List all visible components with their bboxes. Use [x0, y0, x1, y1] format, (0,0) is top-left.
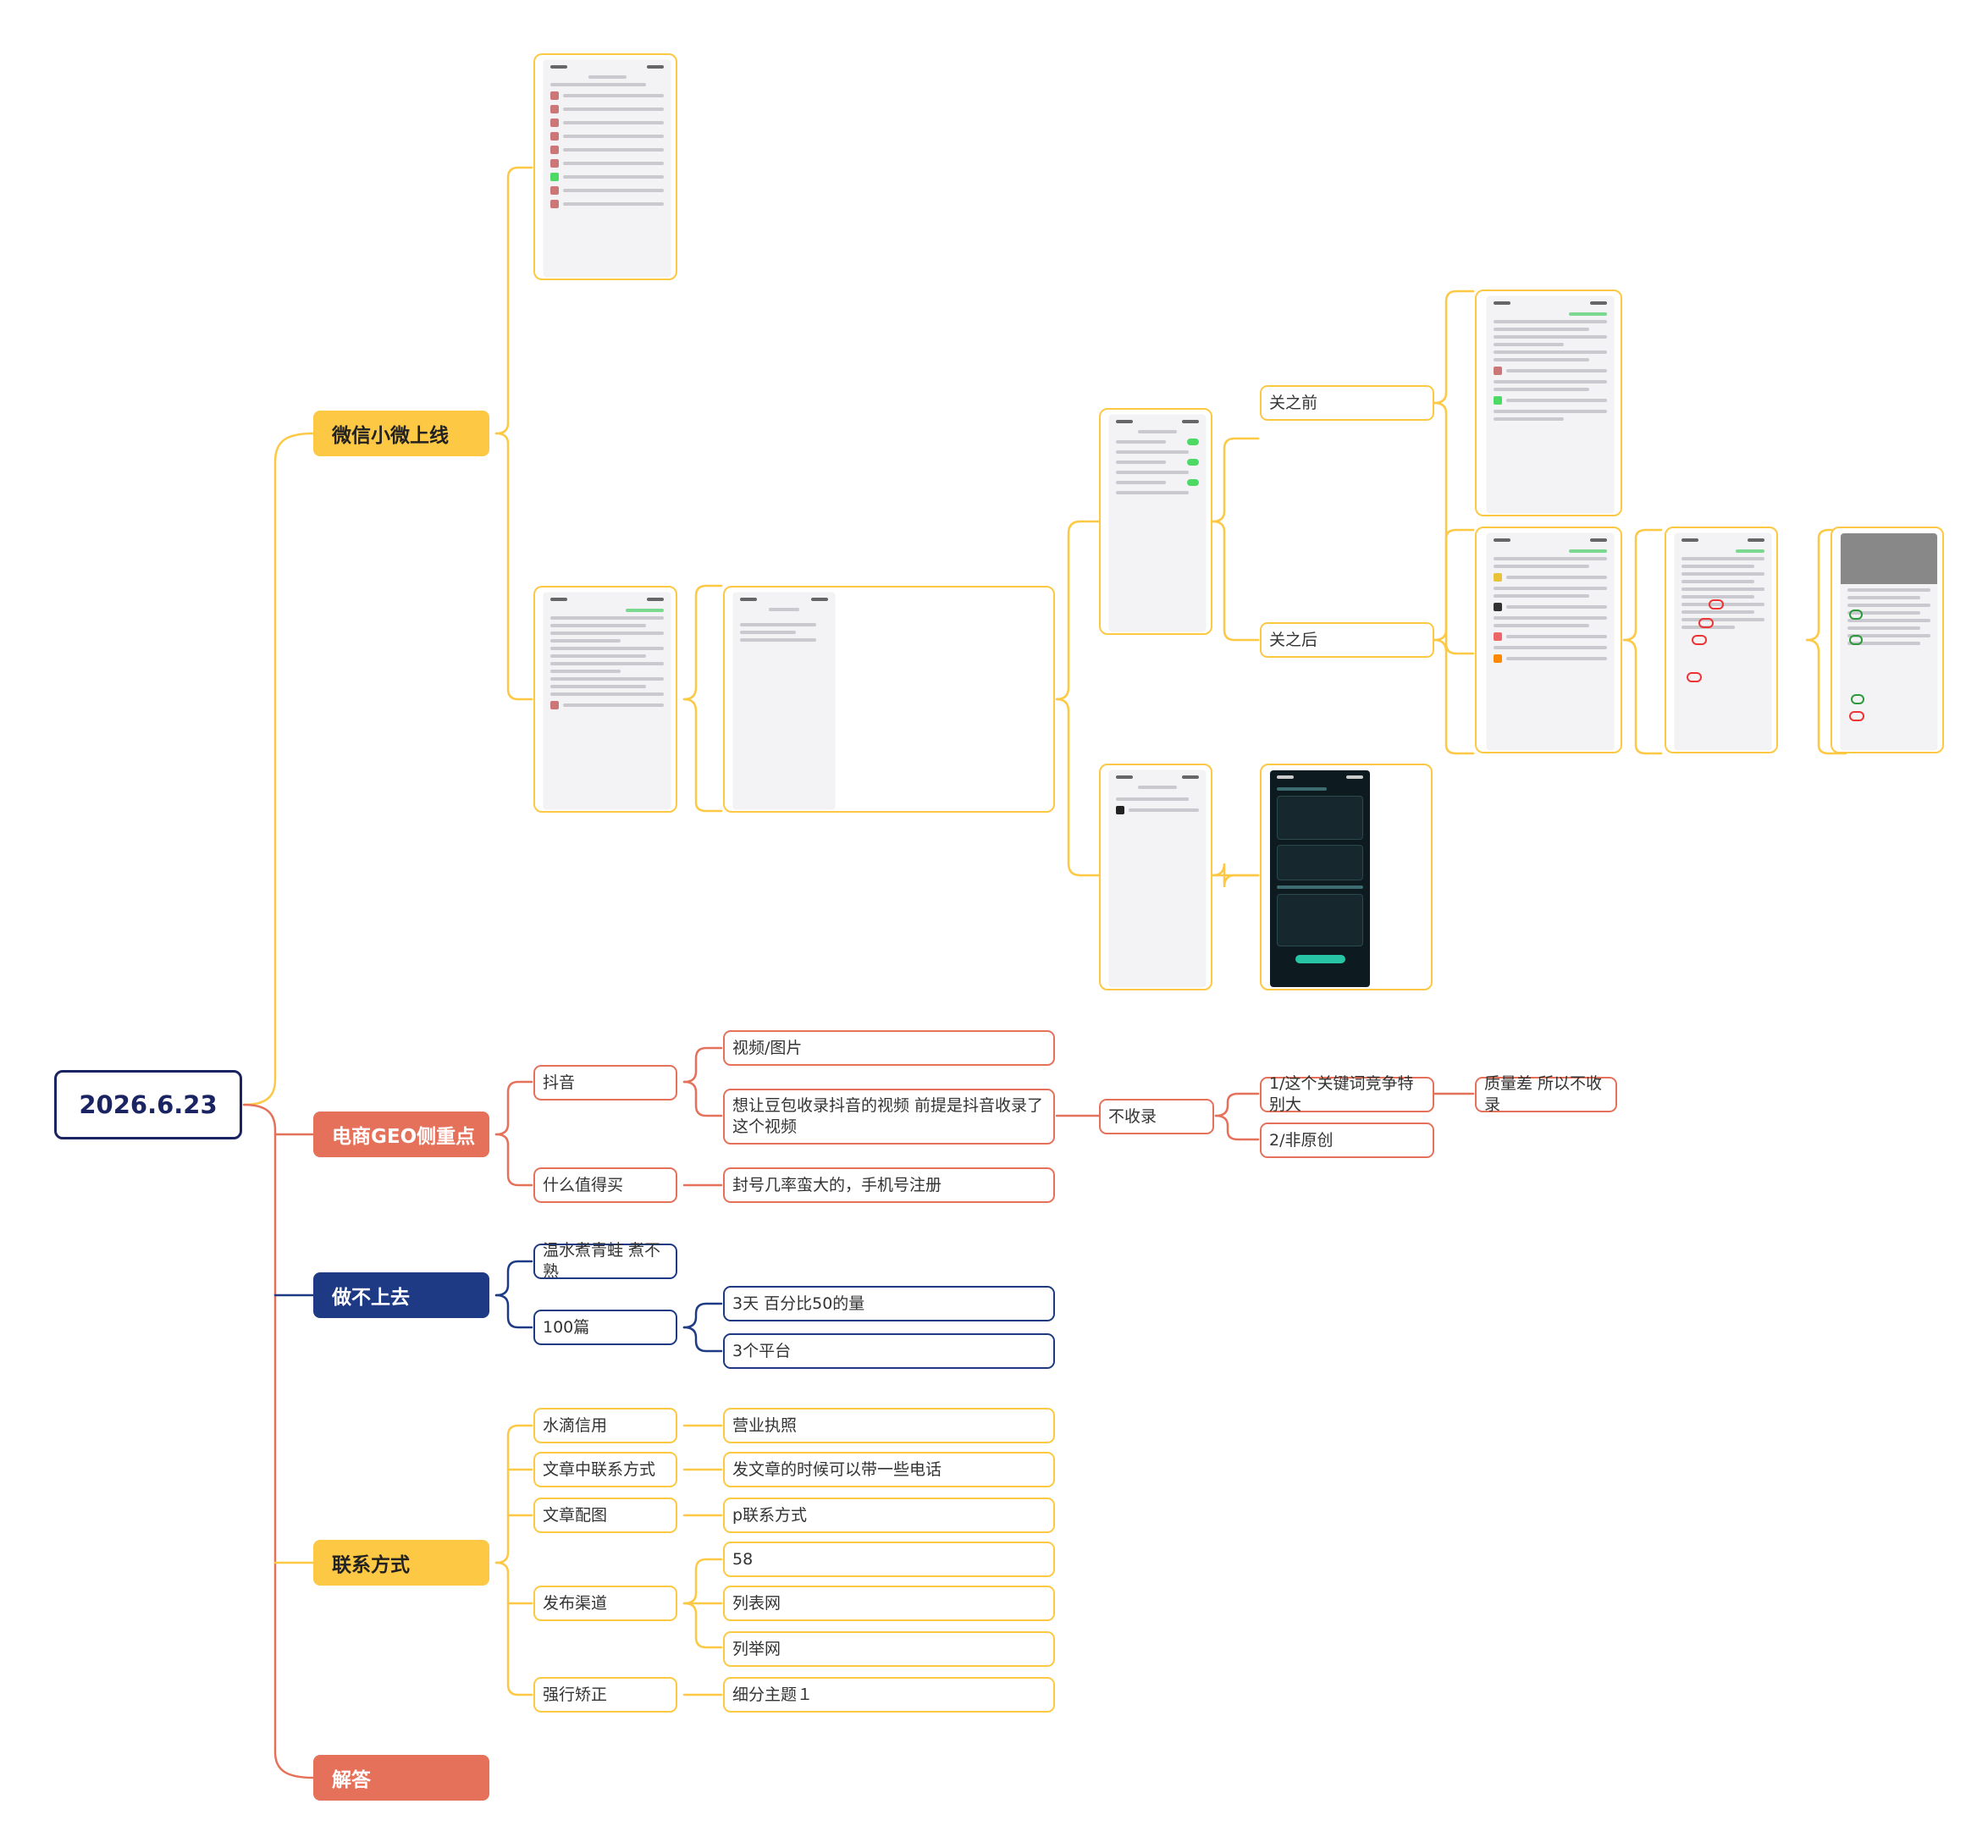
node-p-contact[interactable]: p联系方式 [723, 1498, 1055, 1533]
node-low-quality[interactable]: 质量差 所以不收录 [1475, 1074, 1617, 1114]
wechat-screenshot-after-chat-2[interactable] [1665, 527, 1778, 753]
node-100-articles[interactable]: 100篇 [533, 1310, 677, 1345]
node-boiling-frog[interactable]: 温水煮青蛙 煮不熟 [533, 1241, 677, 1281]
wechat-screenshot-dashboard[interactable] [1260, 764, 1433, 990]
connector-contact-children [494, 1424, 723, 1696]
phone-mock [1487, 296, 1614, 513]
node-not-indexed[interactable]: 不收录 [1099, 1099, 1214, 1134]
wechat-screenshot-chat-list[interactable] [533, 53, 677, 280]
connector-wechat-children [494, 166, 1847, 888]
wechat-screenshot-settings[interactable] [723, 586, 1055, 813]
phone-mock [1675, 533, 1771, 750]
node-channel-lieju[interactable]: 列举网 [723, 1631, 1055, 1667]
phone-mock [1487, 533, 1614, 750]
wechat-screenshot-after-chat-3[interactable] [1831, 527, 1944, 753]
connector-root-wechat [242, 432, 315, 1106]
node-smzdm-detail[interactable]: 封号几率蛮大的，手机号注册 [723, 1167, 1055, 1203]
node-3days-50pct[interactable]: 3天 百分比50的量 [723, 1286, 1055, 1321]
phone-mock-dark [1270, 770, 1370, 987]
connector-geo-children [494, 1046, 1475, 1187]
node-after[interactable]: 关之后 [1260, 622, 1434, 658]
phone-mock [544, 593, 671, 809]
wechat-screenshot-toggle-settings[interactable] [1099, 408, 1212, 635]
connector-root-others [242, 1103, 315, 1779]
phone-mock [544, 60, 671, 277]
node-doubao-index-condition[interactable]: 想让豆包收录抖音的视频 前提是抖音收录了这个视频 [723, 1089, 1055, 1145]
phone-mock [1841, 533, 1937, 750]
node-3-platforms[interactable]: 3个平台 [723, 1333, 1055, 1369]
node-video-image[interactable]: 视频/图片 [723, 1030, 1055, 1066]
wechat-screenshot-after-chat-1[interactable] [1475, 527, 1622, 753]
node-shuidi-credit[interactable]: 水滴信用 [533, 1408, 677, 1443]
root-node[interactable]: 2026.6.23 [54, 1070, 242, 1139]
node-article-contact[interactable]: 文章中联系方式 [533, 1452, 677, 1487]
connector-fail-children [494, 1260, 723, 1353]
node-sub-topic[interactable]: 细分主题１ [723, 1677, 1055, 1713]
branch-contact[interactable]: 联系方式 [313, 1540, 489, 1586]
node-channel-liebiao[interactable]: 列表网 [723, 1586, 1055, 1621]
node-force-correct[interactable]: 强行矫正 [533, 1677, 677, 1713]
branch-answer[interactable]: 解答 [313, 1755, 489, 1801]
node-business-license[interactable]: 营业执照 [723, 1408, 1055, 1443]
node-douyin[interactable]: 抖音 [533, 1065, 677, 1101]
branch-geo[interactable]: 电商GEO侧重点 [313, 1112, 489, 1157]
wechat-screenshot-chat[interactable] [533, 586, 677, 813]
phone-mock [1109, 415, 1206, 632]
branch-wechat[interactable]: 微信小微上线 [313, 411, 489, 456]
phone-mock [733, 593, 835, 809]
node-channel-58[interactable]: 58 [723, 1542, 1055, 1577]
phone-mock [1109, 770, 1206, 987]
node-before[interactable]: 关之前 [1260, 385, 1434, 421]
node-publish-channels[interactable]: 发布渠道 [533, 1586, 677, 1621]
node-article-phone[interactable]: 发文章的时候可以带一些电话 [723, 1452, 1055, 1487]
node-reason-competition[interactable]: 1/这个关键词竞争特别大 [1260, 1074, 1434, 1114]
node-reason-non-original[interactable]: 2/非原创 [1260, 1123, 1434, 1158]
wechat-screenshot-mini-program[interactable] [1099, 764, 1212, 990]
node-article-image[interactable]: 文章配图 [533, 1498, 677, 1533]
wechat-screenshot-before-chat[interactable] [1475, 290, 1622, 516]
node-smzdm[interactable]: 什么值得买 [533, 1167, 677, 1203]
branch-fail[interactable]: 做不上去 [313, 1272, 489, 1318]
